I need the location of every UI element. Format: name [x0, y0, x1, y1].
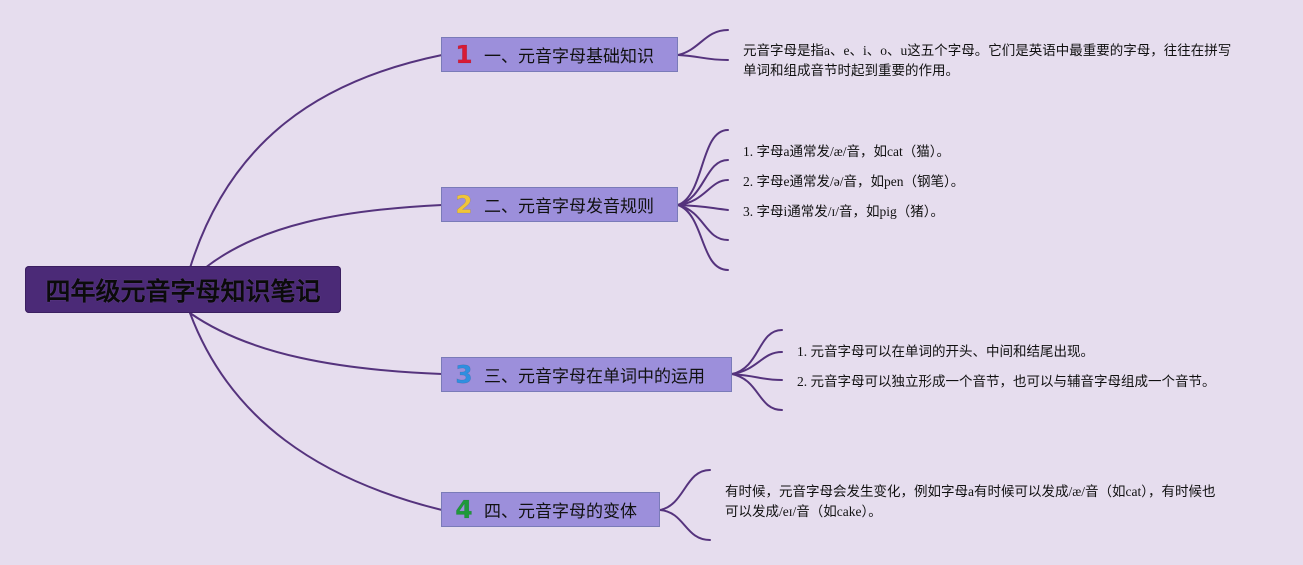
branch-2-label: 二、元音字母发音规则: [484, 197, 654, 217]
branch-4-label: 四、元音字母的变体: [484, 502, 637, 522]
connector-branch-3-fan: [731, 373, 783, 411]
connector-branch-1-fan: [677, 54, 729, 61]
branch-3-leaf-2: 2. 元音字母可以独立形成一个音节，也可以与辅音字母组成一个音节。: [797, 374, 1216, 389]
root-node[interactable]: 四年级元音字母知识笔记: [25, 266, 341, 313]
branch-node-3[interactable]: 3 三、元音字母在单词中的运用: [441, 357, 732, 392]
number-2-icon: 2: [455, 190, 473, 220]
connector-root-branch-4: [189, 312, 443, 511]
branch-1-label: 一、元音字母基础知识: [484, 47, 654, 67]
branch-node-1[interactable]: 1 一、元音字母基础知识: [441, 37, 678, 72]
branch-3-leaf-1: 1. 元音字母可以在单词的开头、中间和结尾出现。: [797, 344, 1094, 359]
branch-node-2[interactable]: 2 二、元音字母发音规则: [441, 187, 678, 222]
connector-branch-2-fan: [677, 204, 729, 241]
connector-branch-1-fan: [677, 29, 729, 56]
connector-branch-3-fan: [731, 351, 783, 375]
branch-2-leaf-2: 2. 字母e通常发/ə/音，如pen（钢笔）。: [743, 174, 965, 189]
branch-2-leaf-1: 1. 字母a通常发/æ/音，如cat（猫）。: [743, 144, 950, 159]
connector-root-branch-1: [189, 54, 443, 269]
connector-branch-4-fan: [659, 469, 711, 511]
connector-branch-3-fan: [731, 373, 783, 381]
branch-1-leaf-1: 元音字母是指a、e、i、o、u这五个字母。它们是英语中最重要的字母，往往在拼写单…: [743, 43, 1232, 78]
connector-branch-2-fan: [677, 159, 729, 206]
root-title: 四年级元音字母知识笔记: [45, 276, 321, 306]
connector-branch-2-fan: [677, 204, 729, 211]
connector-branch-2-fan: [677, 204, 729, 271]
connector-branch-2-fan: [677, 129, 729, 206]
number-3-icon: 3: [455, 360, 473, 390]
branch-node-4[interactable]: 4 四、元音字母的变体: [441, 492, 660, 527]
branch-3-label: 三、元音字母在单词中的运用: [484, 367, 705, 387]
connector-root-branch-2: [204, 204, 443, 269]
number-1-icon: 1: [455, 40, 473, 70]
branch-4-leaf-1: 有时候，元音字母会发生变化，例如字母a有时候可以发成/æ/音（如cat），有时候…: [725, 484, 1216, 519]
connector-branch-4-fan: [659, 509, 711, 541]
branch-2-leaf-3: 3. 字母i通常发/ɪ/音，如pig（猪）。: [743, 204, 945, 219]
number-4-icon: 4: [455, 495, 473, 525]
connector-root-branch-3: [189, 312, 443, 375]
connector-branch-2-fan: [677, 179, 729, 206]
